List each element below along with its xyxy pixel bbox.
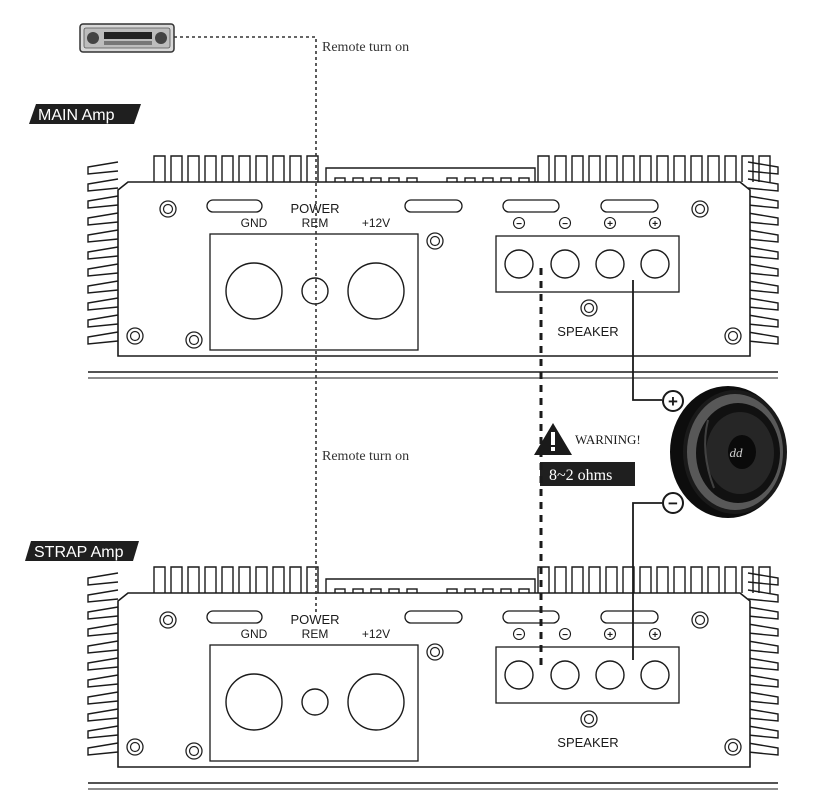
strap-amp-power-title: POWER — [290, 612, 339, 627]
main-amp-badge-text: MAIN Amp — [38, 107, 115, 124]
mounting-screw — [126, 327, 144, 345]
speaker-wire-positive — [632, 280, 662, 401]
plus12v-terminal — [347, 673, 405, 731]
mounting-screw — [691, 611, 709, 629]
main-amp-speaker-block — [495, 235, 680, 293]
polarity-mark — [512, 627, 526, 641]
slot — [600, 610, 659, 624]
polarity-symbol: + — [652, 219, 658, 230]
speaker-wire-negative — [632, 502, 662, 660]
rem-terminal — [301, 277, 329, 305]
polarity-symbol: + — [607, 219, 613, 230]
mounting-screw — [159, 200, 177, 218]
speaker-terminal — [550, 660, 580, 690]
polarity-mark — [603, 627, 617, 641]
polarity-mark — [512, 216, 526, 230]
slot — [502, 610, 560, 624]
polarity-symbol: − — [516, 630, 522, 641]
slot — [206, 199, 263, 213]
main-amp: POWER GND REM +12V − − + + SPEAKER — [87, 155, 779, 379]
slot — [502, 199, 560, 213]
strap-amp: POWER GND REM +12V − − + + SPEAKER — [87, 566, 779, 790]
main-amp-power-title: POWER — [290, 201, 339, 216]
mounting-screw — [426, 643, 444, 661]
strap-amp-speaker-label: SPEAKER — [557, 735, 618, 750]
speaker-terminal — [640, 249, 670, 279]
strap-amp-terminal-label: +12V — [362, 627, 390, 641]
polarity-mark — [558, 627, 572, 641]
speaker-terminal — [504, 249, 534, 279]
mounting-screw — [185, 742, 203, 760]
speaker-terminal — [595, 660, 625, 690]
strap-amp-badge: STRAP Amp — [25, 541, 139, 561]
mounting-screw — [691, 200, 709, 218]
speaker-plus-symbol: + — [668, 392, 678, 411]
warning-text: WARNING! — [575, 432, 641, 447]
main-amp-terminal-label: GND — [241, 216, 268, 230]
slot — [206, 610, 263, 624]
main-amp-terminal-label: +12V — [362, 216, 390, 230]
strap-amp-power-block — [209, 644, 419, 762]
slot — [600, 199, 659, 213]
remote-label-top: Remote turn on — [322, 40, 409, 55]
main-amp-badge: MAIN Amp — [29, 104, 141, 124]
polarity-mark — [648, 216, 662, 230]
polarity-symbol: − — [562, 630, 568, 641]
polarity-symbol: + — [652, 630, 658, 641]
head-unit — [79, 23, 175, 53]
strap-amp-badge-text: STRAP Amp — [34, 544, 124, 561]
main-amp-terminal-label: REM — [302, 216, 329, 230]
speaker-minus-mark: − — [662, 492, 684, 514]
speaker-minus-symbol: − — [668, 494, 678, 513]
polarity-mark — [648, 627, 662, 641]
gnd-terminal — [225, 262, 283, 320]
polarity-symbol: − — [516, 219, 522, 230]
polarity-mark — [558, 216, 572, 230]
mounting-screw — [724, 738, 742, 756]
polarity-mark — [603, 216, 617, 230]
strap-amp-speaker-block — [495, 646, 680, 704]
subwoofer-logo: dd — [730, 445, 744, 460]
warning-block: WARNING! 8~2 ohms — [534, 423, 641, 486]
mounting-screw — [126, 738, 144, 756]
mounting-screw — [185, 331, 203, 349]
slot — [404, 199, 463, 213]
impedance-label: 8~2 ohms — [549, 467, 612, 484]
polarity-symbol: + — [607, 630, 613, 641]
mounting-screw — [724, 327, 742, 345]
speaker-terminal — [504, 660, 534, 690]
main-amp-speaker-label: SPEAKER — [557, 324, 618, 339]
mounting-screw — [159, 611, 177, 629]
speaker-terminal — [640, 660, 670, 690]
speaker-terminal — [595, 249, 625, 279]
gnd-terminal — [225, 673, 283, 731]
subwoofer: dd — [670, 386, 787, 518]
speaker-terminal — [550, 249, 580, 279]
plus12v-terminal — [347, 262, 405, 320]
slot — [404, 610, 463, 624]
mounting-screw — [426, 232, 444, 250]
main-amp-power-block — [209, 233, 419, 351]
strap-amp-terminal-label: REM — [302, 627, 329, 641]
rem-terminal — [301, 688, 329, 716]
strap-amp-terminal-label: GND — [241, 627, 268, 641]
remote-label-middle: Remote turn on — [322, 449, 409, 464]
speaker-plus-mark: + — [662, 390, 684, 412]
polarity-symbol: − — [562, 219, 568, 230]
mounting-screw — [580, 299, 598, 317]
mounting-screw — [580, 710, 598, 728]
